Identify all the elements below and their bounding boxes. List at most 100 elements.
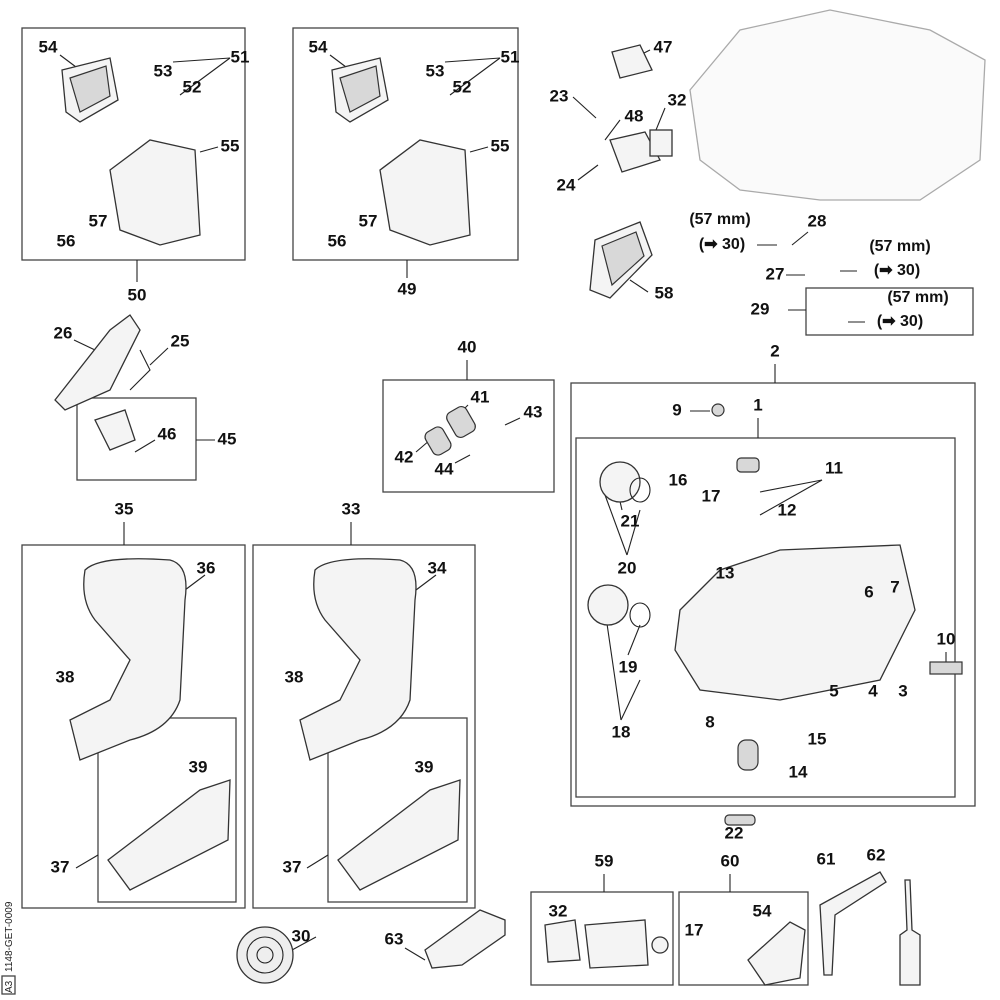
- carburetor-47: [611, 44, 653, 79]
- cover-37a: [107, 779, 231, 891]
- callout-37: 37: [283, 857, 302, 876]
- gasket-set-59: [544, 919, 581, 963]
- callout-56: 56: [328, 231, 347, 250]
- pin-10: [929, 661, 963, 675]
- rear-handle-34: [299, 558, 417, 761]
- callout-30: 30: [292, 926, 311, 945]
- callout-17: 17: [685, 920, 704, 939]
- callout-25: 25: [171, 331, 190, 350]
- spring-41: [446, 405, 476, 439]
- valve-22: [724, 814, 756, 826]
- callout-61: 61: [817, 849, 836, 868]
- callout-62: 62: [867, 845, 886, 864]
- fitting-63: [424, 909, 506, 969]
- callout-55: 55: [221, 136, 240, 155]
- callout-21: 21: [621, 511, 640, 530]
- callout-28: 28: [808, 211, 827, 230]
- callout-47: 47: [654, 37, 673, 56]
- callout-38: 38: [285, 667, 304, 686]
- callout-1: 1: [753, 395, 762, 414]
- screwdriver-62: [899, 879, 921, 986]
- callout-22: 22: [725, 823, 744, 842]
- callout-58: 58: [655, 283, 674, 302]
- filter-17: [736, 457, 760, 473]
- group-box-50: [21, 27, 246, 261]
- oil-pump-20: [599, 461, 641, 503]
- callout-54: 54: [309, 37, 328, 56]
- gasket-30: [236, 926, 294, 984]
- callout-59: 59: [595, 851, 614, 870]
- callout-51: 51: [231, 47, 250, 66]
- group-box-2: [570, 382, 976, 807]
- callout-6: 6: [864, 582, 873, 601]
- callout-9: 9: [672, 400, 681, 419]
- callout-23: 23: [550, 86, 569, 105]
- callout-13: 13: [716, 563, 735, 582]
- callout-55: 55: [491, 136, 510, 155]
- callout-54: 54: [39, 37, 58, 56]
- callout-48: 48: [625, 106, 644, 125]
- gasket-32: [649, 129, 673, 157]
- oil-pump-18: [587, 584, 629, 626]
- bracket-45: [94, 409, 136, 451]
- group-box-1: [575, 437, 956, 798]
- callout-20: 20: [618, 558, 637, 577]
- callout-38: 38: [56, 667, 75, 686]
- callout-36: 36: [197, 558, 216, 577]
- callout-15: 15: [808, 729, 827, 748]
- callout-45: 45: [218, 429, 237, 448]
- callout-33: 33: [342, 499, 361, 518]
- plug-9: [711, 403, 725, 417]
- group-box-59: [530, 891, 674, 986]
- callout-43: 43: [524, 402, 543, 421]
- callout-32: 32: [549, 901, 568, 920]
- callout-24: 24: [557, 175, 576, 194]
- drawing-id: 1148-GET-0009: [4, 901, 15, 972]
- fuel-line-14: [737, 739, 759, 771]
- callout-37: 37: [51, 857, 70, 876]
- callout-14: 14: [789, 762, 808, 781]
- cover-37b: [337, 779, 461, 891]
- callout-53: 53: [154, 61, 173, 80]
- callout-3: 3: [898, 681, 907, 700]
- length-notes: (57 mm) (➡ 30) (57 mm) (➡ 30) (57 mm) (➡…: [689, 211, 948, 330]
- callout-39: 39: [415, 757, 434, 776]
- group-box-33: [252, 544, 476, 909]
- callout-52: 52: [453, 77, 472, 96]
- callout-54: 54: [753, 901, 772, 920]
- callout-12: 12: [778, 500, 797, 519]
- callout-numbers: 5453515255575650545351525557564947234832…: [39, 37, 956, 948]
- callout-52: 52: [183, 77, 202, 96]
- handle-26: [54, 314, 141, 411]
- callout-57: 57: [89, 211, 108, 230]
- combination-wrench-61: [819, 871, 887, 976]
- callout-16: 16: [669, 470, 688, 489]
- carburetor-assembly-49: [379, 139, 471, 246]
- callout-10: 10: [937, 629, 956, 648]
- callout-50: 50: [128, 285, 147, 304]
- callout-53: 53: [426, 61, 445, 80]
- callout-56: 56: [57, 231, 76, 250]
- callout-26: 26: [54, 323, 73, 342]
- callout-4: 4: [868, 681, 878, 700]
- crankcase-1: [674, 544, 916, 701]
- callout-27: 27: [766, 264, 785, 283]
- callout-41: 41: [471, 387, 490, 406]
- note-length-28: (57 mm): [689, 211, 750, 228]
- callout-39: 39: [189, 757, 208, 776]
- note-ref-27: (➡ 30): [874, 262, 920, 279]
- callout-18: 18: [612, 722, 631, 741]
- callout-29: 29: [751, 299, 770, 318]
- sheet-box: [1, 975, 16, 995]
- group-box-29: [805, 287, 974, 336]
- callout-8: 8: [705, 712, 714, 731]
- note-ref-28: (➡ 30): [699, 236, 745, 253]
- group-box-60: [678, 891, 809, 986]
- engine-housing: [689, 9, 986, 201]
- callout-32: 32: [668, 90, 687, 109]
- note-length-29: (57 mm): [887, 289, 948, 306]
- group-box-49: [292, 27, 519, 261]
- group-box-40: [382, 379, 555, 493]
